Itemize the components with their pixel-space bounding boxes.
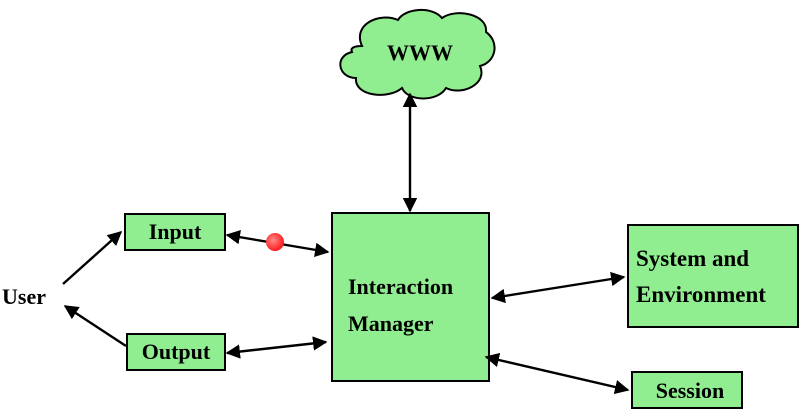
- session-node: Session: [631, 371, 743, 409]
- red-pointer-dot: [266, 233, 284, 251]
- input-node: Input: [124, 213, 226, 251]
- www-label: WWW: [387, 40, 453, 65]
- system-environment-box: [627, 224, 799, 328]
- system-environment-label-line1: System and: [636, 246, 749, 271]
- arrow-output-manager: [225, 336, 328, 359]
- interaction-manager-node: Interaction Manager: [331, 212, 490, 382]
- www-node: WWW: [339, 9, 496, 100]
- www-cloud-shape: [339, 9, 496, 100]
- interaction-manager-label-line1: Interaction: [348, 274, 453, 299]
- arrow-manager-session: [484, 352, 630, 395]
- arrow-user-input: [62, 231, 123, 285]
- input-box: [124, 213, 226, 251]
- system-environment-node: System and Environment: [627, 224, 799, 328]
- system-environment-label-line2: Environment: [636, 282, 766, 307]
- interaction-manager-label-line2: Manager: [348, 311, 434, 336]
- arrow-output-user: [63, 304, 127, 348]
- arrow-manager-system: [490, 271, 626, 304]
- interaction-manager-box: [331, 212, 490, 382]
- session-box: [631, 371, 743, 409]
- input-label: Input: [149, 219, 202, 244]
- output-node: Output: [126, 333, 226, 371]
- session-label: Session: [656, 378, 724, 403]
- output-label: Output: [142, 339, 211, 364]
- output-box: [126, 333, 226, 371]
- user-label: User: [2, 284, 46, 309]
